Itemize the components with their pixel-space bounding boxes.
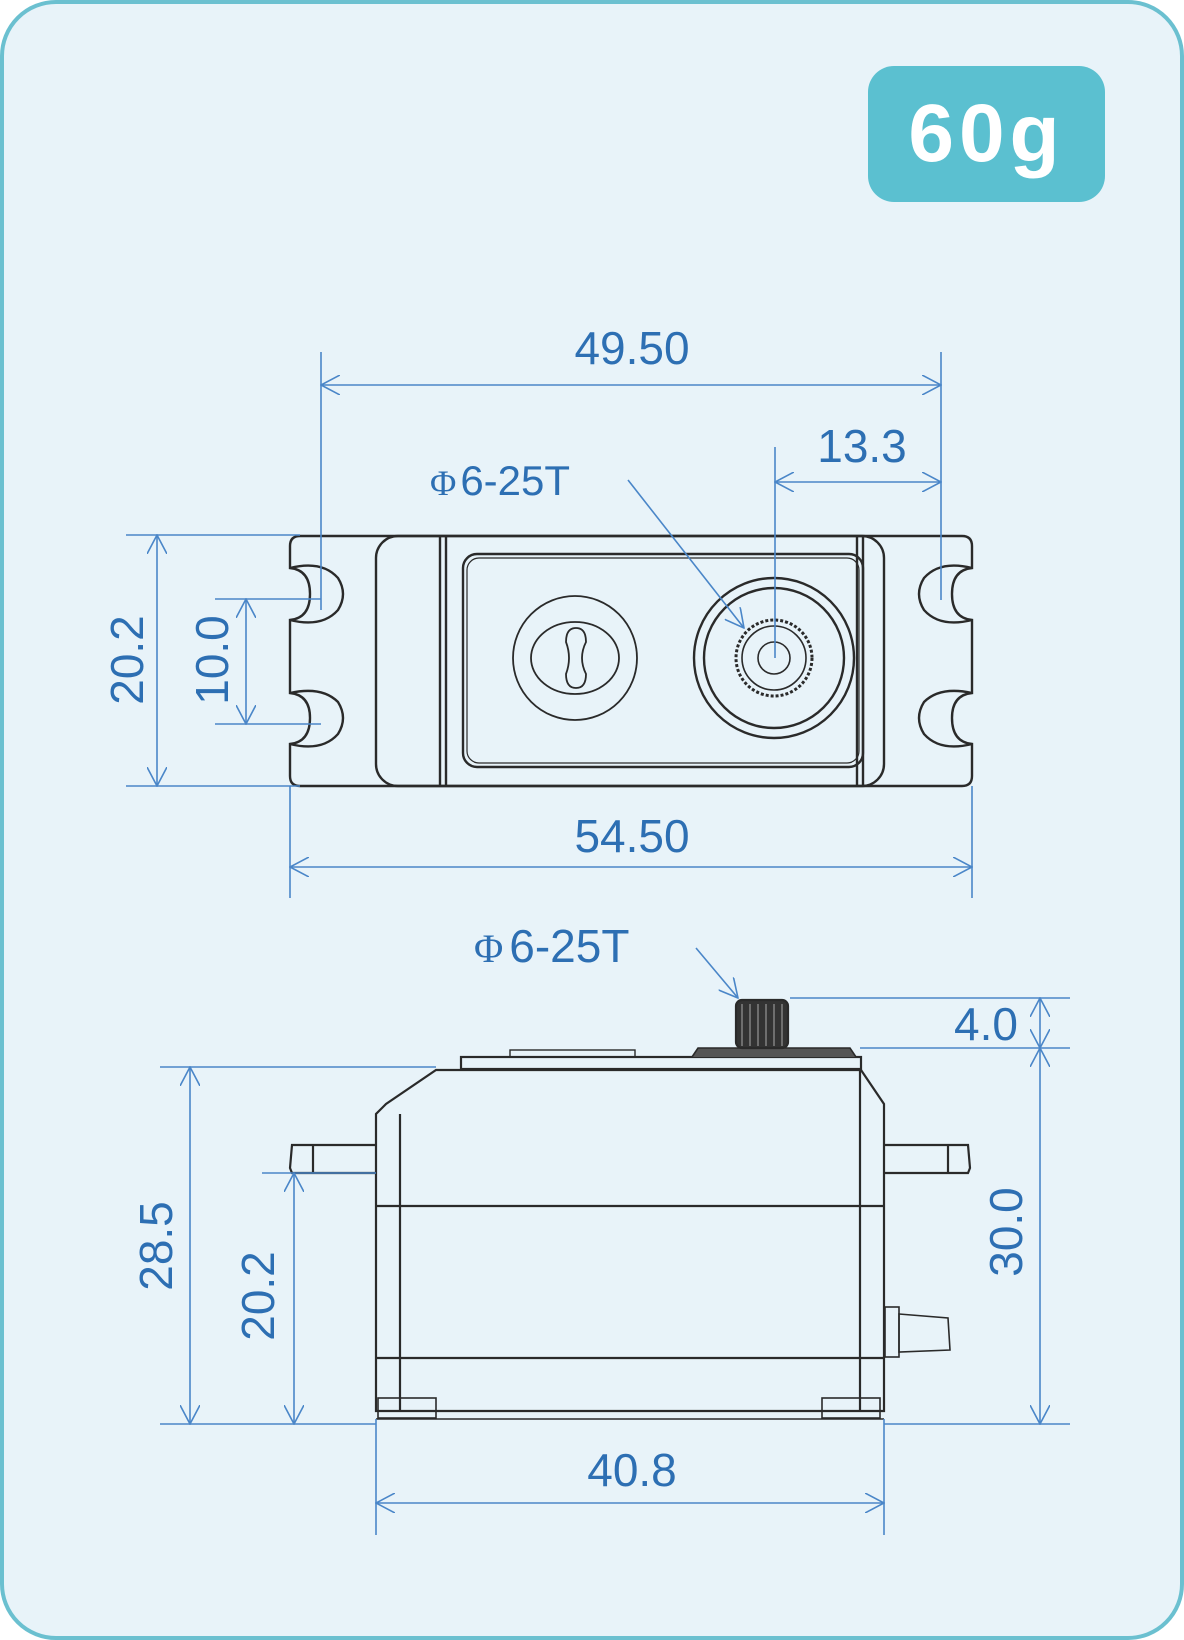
dim-mount-height: 20.2	[232, 1251, 284, 1341]
top-view-dimension-lines	[126, 352, 972, 898]
spline-label-top: Φ6-25T	[430, 457, 570, 504]
weight-value: 60g	[908, 88, 1065, 179]
dim-total-height: 30.0	[980, 1187, 1032, 1277]
dim-case-height: 28.5	[130, 1201, 182, 1291]
dim-hole-spacing: 10.0	[186, 615, 238, 705]
dim-body-width: 40.8	[587, 1444, 677, 1496]
dim-horn-offset: 13.3	[817, 420, 907, 472]
diameter-symbol: Φ	[474, 926, 503, 971]
dim-overall-length: 49.50	[574, 322, 689, 374]
servo-dimension-drawing: 49.50 13.3 Φ6-25T 20.2 10.0 54.50	[101, 322, 1070, 1535]
side-view-outline	[288, 998, 972, 1420]
dim-body-height: 20.2	[101, 615, 153, 705]
dim-spline-height: 4.0	[954, 998, 1018, 1050]
weight-badge: 60g	[868, 66, 1105, 202]
dim-tab-length: 54.50	[574, 810, 689, 862]
diameter-symbol: Φ	[430, 463, 456, 503]
side-view-dimension-lines	[160, 947, 1070, 1535]
top-view-outline	[288, 534, 974, 788]
spline-spec: 6-25T	[509, 920, 629, 972]
spline-spec: 6-25T	[460, 457, 570, 504]
top-view: 49.50 13.3 Φ6-25T 20.2 10.0 54.50	[101, 322, 974, 898]
